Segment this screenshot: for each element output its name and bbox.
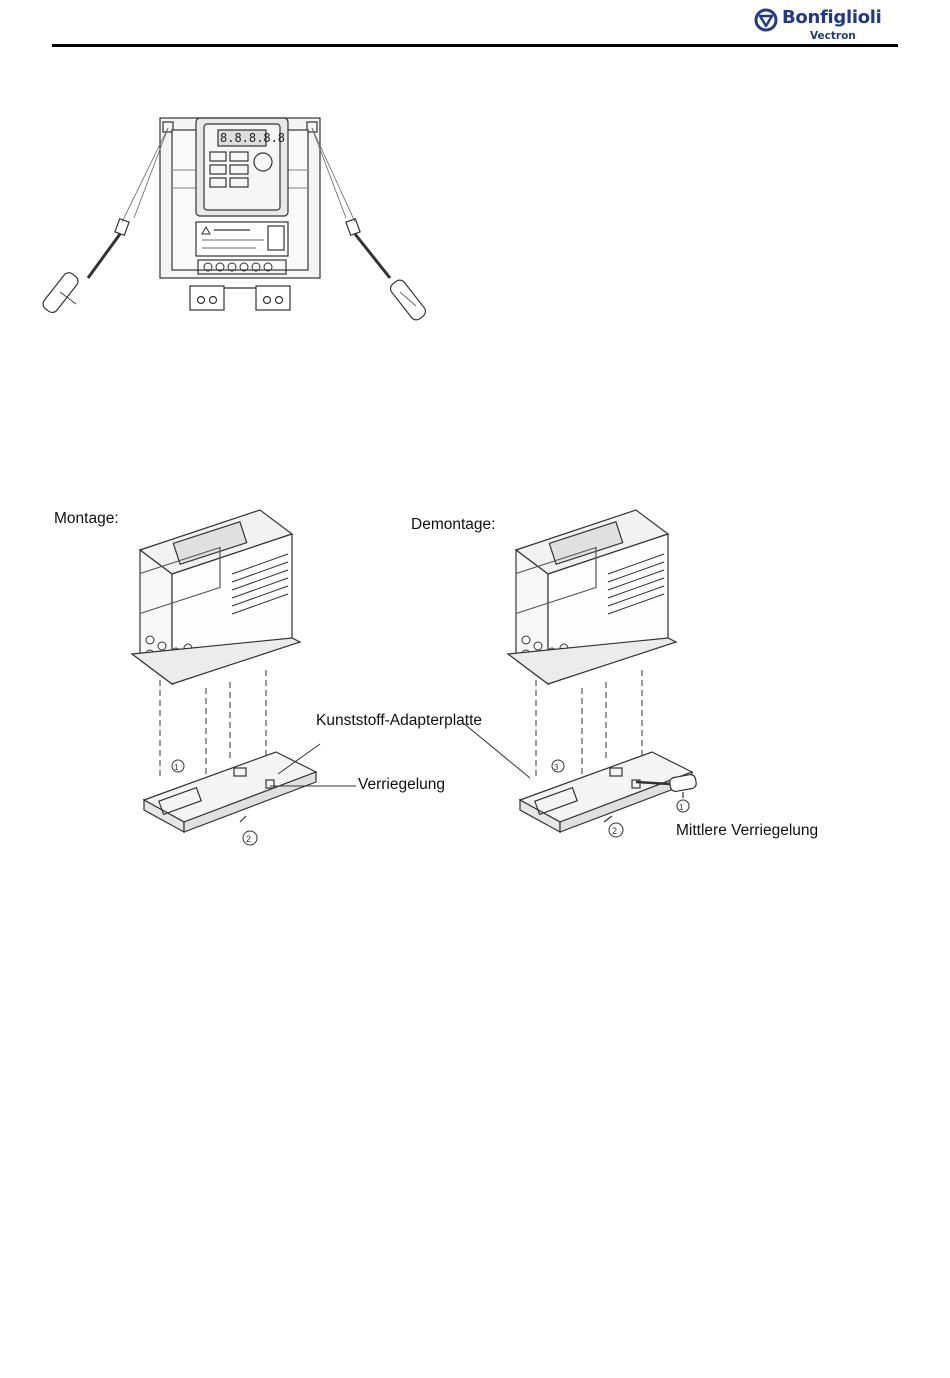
dismounting-illustration: 3 2 1 (496, 510, 816, 850)
logo-brand: Bonfiglioli (782, 7, 882, 28)
svg-text:1: 1 (174, 763, 179, 772)
svg-text:3: 3 (554, 763, 559, 772)
header-rule (52, 44, 898, 47)
label-demontage: Demontage: (411, 516, 495, 534)
drive-front-illustration: 8.8.8.8.8 (50, 110, 450, 330)
bonfiglioli-emblem-icon (754, 8, 780, 34)
svg-text:2: 2 (612, 826, 617, 836)
svg-text:2: 2 (246, 834, 251, 844)
svg-text:1: 1 (679, 803, 684, 812)
label-montage: Montage: (54, 510, 119, 528)
company-logo: Bonfiglioli Vectron (752, 6, 898, 44)
logo-sub-brand: Vectron (810, 30, 856, 42)
mounting-illustration: 1 2 (120, 510, 420, 850)
svg-text:8.8.8.8.8: 8.8.8.8.8 (220, 131, 285, 145)
